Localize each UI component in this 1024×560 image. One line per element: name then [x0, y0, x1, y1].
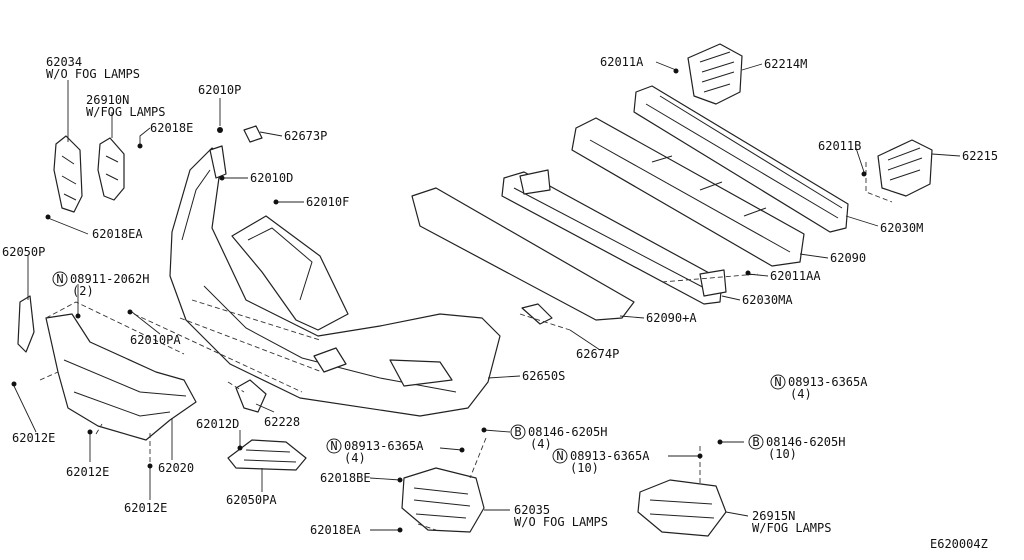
symbols [52, 271, 786, 464]
symbol-n-4: N [556, 449, 563, 463]
reinforcement-62030m [633, 85, 849, 233]
label-62018ea-top: 62018EA [92, 227, 143, 241]
symbol-b-2: B [752, 435, 759, 449]
label-26910n-note: W/FOG LAMPS [86, 105, 165, 119]
bracket-62035 [401, 467, 485, 533]
label-62012d: 62012D [196, 417, 239, 431]
label-62050pa: 62050PA [226, 493, 277, 507]
leader-lines [13, 61, 961, 531]
label-62673p: 62673P [284, 129, 327, 143]
label-62020: 62020 [158, 461, 194, 475]
label-08146-mid: 08146-6205H [528, 425, 607, 439]
label-08911-qty: (2) [72, 284, 94, 298]
label-62010f: 62010F [306, 195, 349, 209]
label-62030m: 62030M [880, 221, 923, 235]
clip-62673p [243, 125, 263, 143]
label-08911: 08911-2062H [70, 272, 149, 286]
clip-62674p [521, 303, 553, 325]
label-62012e-mid: 62012E [66, 465, 109, 479]
label-26910n: 26910N [86, 93, 129, 107]
label-62035: 62035 [514, 503, 550, 517]
bumper-fascia-62650s [169, 147, 501, 417]
lamp-cover-62050p [17, 295, 35, 353]
bracket-62215 [865, 139, 933, 203]
label-62012e-bottom: 62012E [124, 501, 167, 515]
label-62011aa: 62011AA [770, 269, 821, 283]
label-62090: 62090 [830, 251, 866, 265]
lower-absorber-62090a [411, 187, 635, 321]
label-08146-right-qty: (10) [768, 447, 797, 461]
bracket-62034 [53, 135, 83, 213]
label-08146-right: 08146-6205H [766, 435, 845, 449]
label-62010pa: 62010PA [130, 333, 181, 347]
label-62650s: 62650S [522, 369, 565, 383]
label-62034-note: W/O FOG LAMPS [46, 67, 140, 81]
label-08913-right-qty: (4) [790, 387, 812, 401]
symbol-n-2: N [774, 375, 781, 389]
symbol-n-1: N [56, 272, 63, 286]
bracket-26910n [97, 137, 125, 201]
label-62010d: 62010D [250, 171, 293, 185]
label-62035-note: W/O FOG LAMPS [514, 515, 608, 529]
label-62018be: 62018BE [320, 471, 371, 485]
label-62090a: 62090+A [646, 311, 697, 325]
assembly-lines [39, 273, 759, 531]
label-08913-mid-qty: (4) [344, 451, 366, 465]
label-62011a: 62011A [600, 55, 644, 69]
label-62010p: 62010P [198, 83, 241, 97]
label-08913-low: 08913-6365A [570, 449, 650, 463]
label-62228: 62228 [264, 415, 300, 429]
label-62018ea-bottom: 62018EA [310, 523, 361, 537]
symbol-n-3: N [330, 439, 337, 453]
label-08913-low-qty: (10) [570, 461, 599, 475]
bracket-62214m [687, 43, 743, 105]
label-62012e-left: 62012E [12, 431, 55, 445]
label-62011b: 62011B [818, 139, 861, 153]
label-62215: 62215 [962, 149, 998, 163]
side-bracket-62010p [209, 145, 227, 179]
label-08913-right: 08913-6365A [788, 375, 868, 389]
grille-62020 [45, 301, 197, 441]
label-62050p: 62050P [2, 245, 45, 259]
label-62034: 62034 [46, 55, 82, 69]
label-62674p: 62674P [576, 347, 619, 361]
upper-frame-62010f [231, 215, 349, 331]
lower-grille-62050pa [227, 439, 307, 471]
bracket-26915n [637, 479, 727, 537]
label-08146-mid-qty: (4) [530, 437, 552, 451]
label-26915n-note: W/FOG LAMPS [752, 521, 831, 535]
reinforcement-62030ma [501, 169, 727, 305]
label-26915n: 26915N [752, 509, 795, 523]
label-62018e: 62018E [150, 121, 193, 135]
diagram-code: E620004Z [930, 537, 988, 551]
label-08913-mid: 08913-6365A [344, 439, 424, 453]
energy-absorber-62090 [571, 117, 805, 267]
cover-62228 [235, 379, 267, 413]
symbol-b-1: B [514, 425, 521, 439]
label-62030ma: 62030MA [742, 293, 793, 307]
fasteners [11, 68, 867, 533]
label-62214m: 62214M [764, 57, 807, 71]
